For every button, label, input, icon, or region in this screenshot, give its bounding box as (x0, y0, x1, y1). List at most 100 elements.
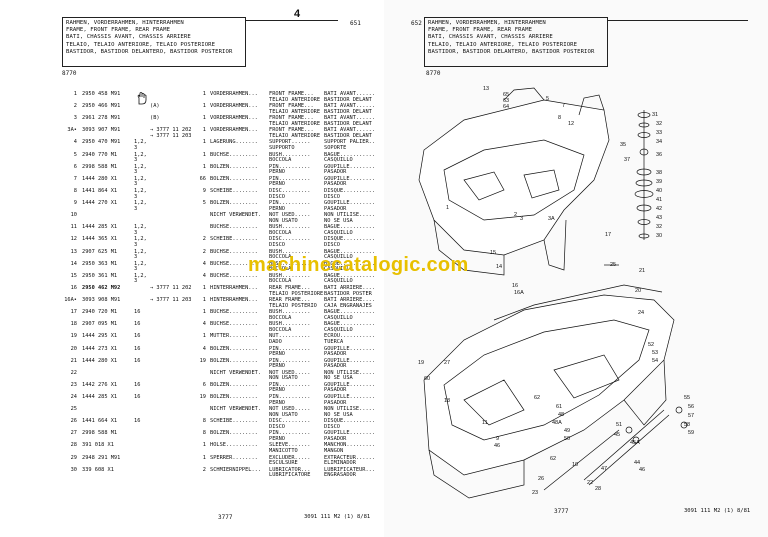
part-quantity: 4 (202, 345, 206, 352)
desc-italian: PERNO (269, 399, 285, 406)
callout-label: 22 (587, 480, 594, 486)
desc-german: LAGERUNG....... (210, 139, 258, 146)
part-reference: → 3777 11 202 (150, 284, 192, 291)
desc-french: BATI ARRIERE.... (324, 284, 376, 291)
header-rule (246, 20, 338, 21)
part-position: 5 (73, 151, 77, 158)
callout-label: 32 (656, 224, 663, 230)
part-applicability: 1,2, (134, 236, 147, 243)
part-number: 2950 470 M91 (82, 139, 121, 146)
callout-label: 7 (562, 103, 566, 109)
part-applicability: 1,2, (134, 139, 147, 146)
part-number: 1444 280 X1 (82, 357, 118, 364)
desc-spanish: ENGRASADOR (324, 472, 356, 479)
desc-italian: PERNO (269, 351, 285, 358)
part-applicability-cont: 3 (134, 181, 138, 188)
part-number: 391 018 X1 (82, 442, 114, 449)
callout-label: 53 (652, 350, 659, 356)
desc-spanish: PASADOR (324, 435, 347, 442)
part-position: 16 (70, 284, 77, 291)
desc-spanish: BASTIDOR POSTER (324, 290, 372, 297)
desc-italian: NON USATO (269, 411, 298, 418)
callout-label: 40 (656, 188, 663, 194)
desc-italian: PERNO (269, 435, 285, 442)
desc-english: SUPPORT...... (269, 139, 311, 146)
desc-spanish: PASADOR (324, 169, 347, 176)
desc-german: BOLZEN......... (210, 357, 258, 364)
part-number: 339 608 X1 (82, 466, 114, 473)
desc-spanish: CASQUILLO (324, 266, 353, 273)
callout-label: 52 (648, 342, 655, 348)
desc-spanish: MANGON (324, 448, 344, 455)
desc-spanish: NO SE USA (324, 217, 353, 224)
part-quantity: 1 (202, 139, 206, 146)
callout-label: 51 (616, 422, 623, 428)
desc-spanish: CASQUILLO (324, 314, 353, 321)
part-number: 1444 285 X1 (82, 224, 118, 231)
callout-label: 20 (635, 288, 642, 294)
part-reference: → 3777 11 202 (150, 127, 192, 134)
callout-label: 12 (568, 121, 575, 127)
callout-label: 21 (639, 268, 646, 274)
desc-german: BUCHSE......... (210, 224, 258, 231)
desc-german: VORDERRAHMEN... (210, 115, 258, 122)
desc-french: GOUPILLE........ (324, 381, 376, 388)
part-position: 21 (70, 357, 77, 364)
part-quantity: 1 (202, 442, 206, 449)
desc-spanish: PASADOR (324, 205, 347, 212)
callout-label: 3 (520, 216, 524, 222)
desc-german: BOLZEN......... (210, 175, 258, 182)
desc-english: FRONT FRAME... (269, 103, 314, 110)
part-quantity: 4 (202, 272, 206, 279)
callout-label: 36 (656, 152, 663, 158)
right-page: 652 RAHMEN, VORDERRAHMEN, HINTERRAHMEN F… (384, 0, 768, 537)
callout-label: 24 (638, 310, 645, 316)
desc-spanish: PASADOR (324, 363, 347, 370)
desc-german: SCHEIBE........ (210, 187, 258, 194)
callout-label: 47 (601, 466, 608, 472)
desc-italian: TELAIO ANTERIORE (269, 108, 321, 115)
desc-english: BUSH......... (269, 151, 311, 158)
desc-english: EXCLUDER..... (269, 454, 311, 461)
desc-italian: TELAIO POSTERIORE (269, 290, 324, 297)
part-position: 17 (70, 309, 77, 316)
part-position: 28 (70, 442, 77, 449)
part-applicability: 16 (134, 309, 141, 316)
hand-pointer-icon (137, 92, 147, 105)
callout-label: 46 (494, 443, 501, 449)
desc-italian: DISCO (269, 193, 285, 200)
callout-label: 26 (538, 476, 545, 482)
callout-label: 11 (482, 420, 488, 426)
watermark: machinecatalogic.com (248, 254, 469, 276)
desc-spanish: SOPORTE (324, 145, 347, 152)
desc-english: FRONT FRAME... (269, 127, 314, 134)
desc-english: BUSH......... (269, 248, 311, 255)
callout-label: 19 (418, 360, 425, 366)
part-applicability: 16 (134, 418, 141, 425)
part-number: 1444 273 X1 (82, 345, 118, 352)
part-quantity: 1 (202, 151, 206, 158)
callout-label: 49 (564, 428, 571, 434)
part-applicability-cont: 3 (134, 145, 138, 152)
part-quantity: 1 (202, 297, 206, 304)
part-reference: (A) (150, 103, 160, 110)
part-number: 2948 291 M91 (82, 454, 121, 461)
desc-english: PIN.......... (269, 345, 311, 352)
desc-french: GOUPILLE........ (324, 175, 376, 182)
callout-label: 61 (556, 404, 563, 410)
title-line: FRAME, FRONT FRAME, REAR FRAME (428, 27, 533, 34)
desc-spanish: PASADOR (324, 351, 347, 358)
desc-french: EXTRACTEUR...... (324, 454, 376, 461)
part-position: 9 (73, 200, 77, 207)
desc-german: HINTERRAHMEN... (210, 284, 258, 291)
desc-english: PIN.......... (269, 200, 311, 207)
part-position: 20 (70, 345, 77, 352)
desc-french: GOUPILLE........ (324, 394, 376, 400)
part-quantity: 9 (202, 187, 206, 194)
part-applicability-cont: 3 (134, 157, 138, 164)
part-number: 1441 664 X1 (82, 418, 118, 425)
callout-label: 65 (503, 92, 510, 98)
desc-french: BAGUE........... (324, 321, 376, 328)
callout-label: 8 (558, 115, 562, 121)
callout-label: 64 (503, 104, 510, 110)
